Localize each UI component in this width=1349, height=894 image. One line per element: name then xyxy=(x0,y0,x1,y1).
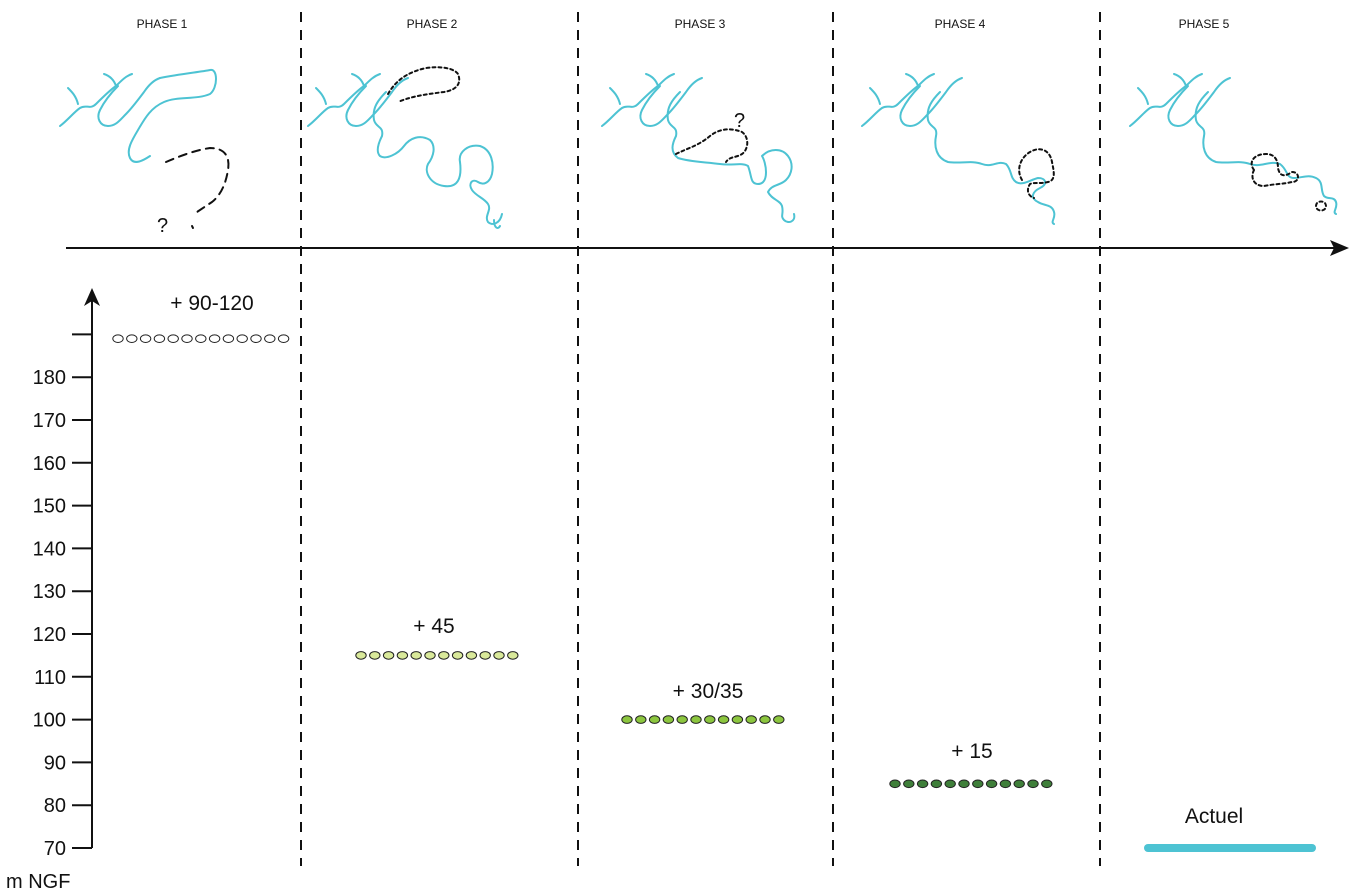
terrace-dot xyxy=(889,779,901,789)
terrace-dot xyxy=(493,651,505,660)
terrace-label-3: + 30/35 xyxy=(673,680,744,703)
terrace-dot xyxy=(167,334,179,343)
current-level-label: Actuel xyxy=(1185,805,1243,828)
elevation-tick-label: 170 xyxy=(33,410,66,432)
river-sketches: ? ? xyxy=(59,66,1338,237)
terrace-dot xyxy=(195,334,207,343)
elevation-axis-unit-label: m NGF xyxy=(6,871,70,893)
terrace-dot xyxy=(621,715,633,724)
terrace-dot xyxy=(759,715,771,724)
terrace-dot xyxy=(438,651,450,660)
terrace-dot xyxy=(369,651,381,660)
terrace-dots-4 xyxy=(889,779,1053,789)
elevation-ticks: 70 80 90 100 110 120 130 140 150 160 170 180 xyxy=(33,333,92,860)
terrace-dot xyxy=(717,715,730,724)
terrace-dot xyxy=(126,334,138,343)
terrace-dot xyxy=(1027,779,1039,789)
terrace-3: + 30/35 xyxy=(621,680,785,724)
terrace-dot xyxy=(236,334,248,343)
question-mark-phase-3: ? xyxy=(734,110,745,132)
terrace-dots-3 xyxy=(621,715,785,724)
terrace-dot xyxy=(139,334,152,343)
terrace-dot xyxy=(112,334,124,343)
elevation-axis: 70 80 90 100 110 120 130 140 150 160 170 180 m NGF xyxy=(6,288,100,893)
terrace-1: + 90-120 xyxy=(112,292,290,343)
river-sketch-phase-3 xyxy=(601,73,796,223)
terrace-dot xyxy=(635,715,647,724)
terrace-2: + 45 xyxy=(355,615,519,660)
terrace-dot xyxy=(277,334,290,343)
phase-label-5: PHASE 5 xyxy=(1179,17,1230,31)
phase-labels: PHASE 1 PHASE 2 PHASE 3 PHASE 4 PHASE 5 xyxy=(137,17,1230,31)
terrace-dot xyxy=(704,715,716,724)
terrace-label-4: + 15 xyxy=(951,740,992,763)
terrace-dot xyxy=(773,715,785,724)
elevation-tick-label: 120 xyxy=(33,624,66,646)
terrace-dot xyxy=(662,715,675,724)
elevation-tick-label: 130 xyxy=(33,581,66,603)
river-sketch-phase-1 xyxy=(59,68,230,229)
elevation-tick-label: 160 xyxy=(33,453,66,475)
terrace-dot xyxy=(410,651,422,660)
terrace-dot xyxy=(731,715,744,724)
river-sketch-phase-2 xyxy=(307,66,503,229)
elevation-tick-label: 150 xyxy=(33,496,66,518)
elevation-tick-label: 110 xyxy=(34,667,66,689)
phase-label-1: PHASE 1 xyxy=(137,17,188,31)
terrace-dot xyxy=(479,651,491,660)
terrace-dots-1 xyxy=(112,334,290,343)
terrace-dot xyxy=(903,779,915,789)
terrace-dot xyxy=(999,779,1012,789)
elevation-axis-arrowhead xyxy=(84,288,100,306)
question-mark-phase-1: ? xyxy=(157,215,168,237)
terrace-dot xyxy=(944,779,956,789)
terrace-dot xyxy=(958,779,970,789)
terrace-dot xyxy=(1041,779,1053,789)
elevation-tick-label: 100 xyxy=(33,710,66,732)
terrace-dot xyxy=(690,715,702,724)
terrace-dot xyxy=(208,334,221,343)
terrace-dot xyxy=(916,779,929,789)
terrace-dot xyxy=(972,779,984,789)
elevation-tick-label: 70 xyxy=(44,838,66,860)
terrace-label-1: + 90-120 xyxy=(170,292,254,315)
terraces: + 90-120 + 45 + 30/35 + 15 xyxy=(112,292,1053,789)
terrace-dot xyxy=(382,651,395,660)
terrace-dot xyxy=(930,779,943,789)
terrace-dot xyxy=(264,334,276,343)
river-sketch-phase-4 xyxy=(861,73,1056,225)
current-level: Actuel xyxy=(1144,805,1316,852)
terrace-label-2: + 45 xyxy=(413,615,454,638)
terrace-dot xyxy=(648,715,661,724)
phase-label-4: PHASE 4 xyxy=(935,17,986,31)
terrace-dots-2 xyxy=(355,651,519,660)
terrace-dot xyxy=(451,651,464,660)
terrace-dot xyxy=(676,715,688,724)
elevation-tick-label: 90 xyxy=(44,752,66,774)
elevation-tick-label: 180 xyxy=(33,367,66,389)
terrace-dot xyxy=(985,779,998,789)
river-sketch-phase-5 xyxy=(1129,73,1338,215)
phase-label-2: PHASE 2 xyxy=(407,17,458,31)
elevation-tick-label: 140 xyxy=(33,538,66,560)
terrace-dot xyxy=(355,651,367,660)
terrace-dot xyxy=(745,715,757,724)
phase-label-3: PHASE 3 xyxy=(675,17,726,31)
terrace-dot xyxy=(507,651,519,660)
phase-separators xyxy=(300,12,1101,866)
terrace-dot xyxy=(424,651,436,660)
elevation-tick-label: 80 xyxy=(44,795,66,817)
terrace-dot xyxy=(1013,779,1025,789)
terrace-dot xyxy=(181,334,193,343)
terrace-dot xyxy=(153,334,166,343)
terrace-dot xyxy=(396,651,409,660)
terrace-4: + 15 xyxy=(889,740,1053,789)
terrace-dot xyxy=(465,651,478,660)
terrace-dot xyxy=(250,334,262,343)
time-axis-arrow xyxy=(66,240,1349,256)
terrace-dot xyxy=(222,334,235,343)
